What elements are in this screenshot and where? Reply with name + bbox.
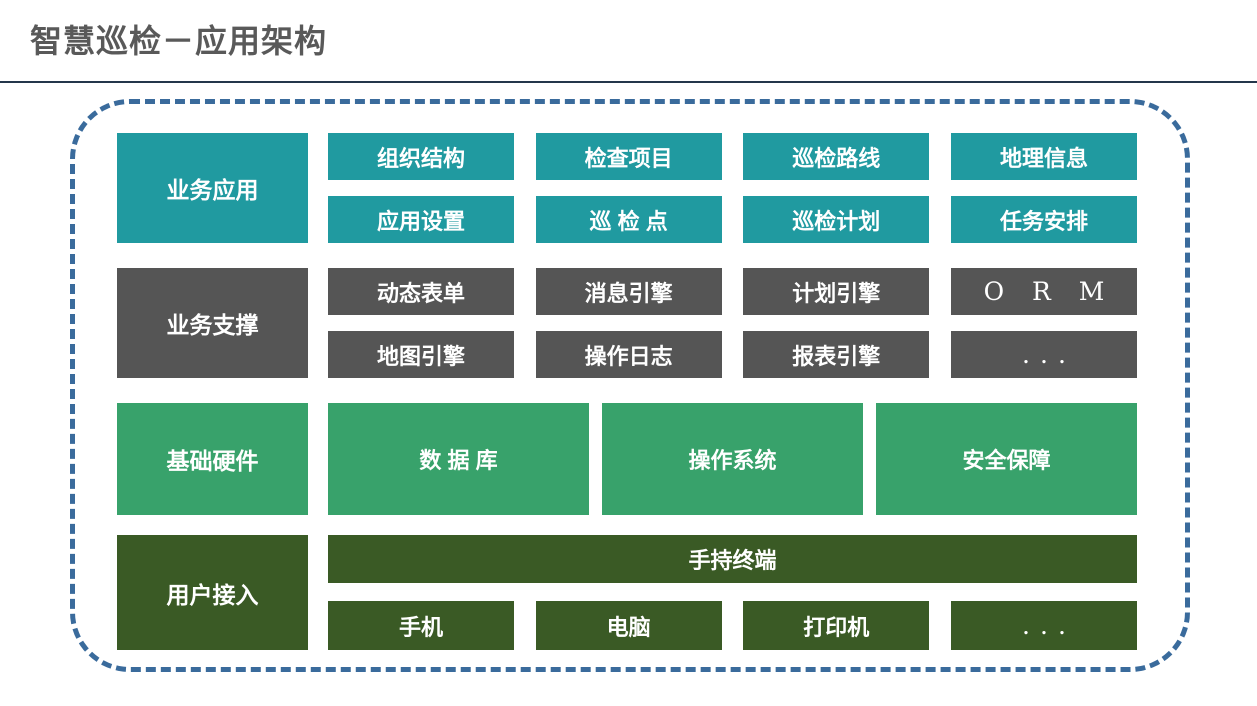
- layer-business-application: 业务应用组织结构检查项目巡检路线地理信息应用设置巡 检 点巡检计划任务安排: [117, 133, 1137, 243]
- basic-hardware-box-0-0: 数 据 库: [328, 403, 589, 515]
- title-divider-line: [0, 81, 1257, 83]
- cell-row: 应用设置巡 检 点巡检计划任务安排: [328, 196, 1137, 243]
- business-support-box-0-1: 消息引擎: [535, 268, 722, 315]
- layer-basic-hardware: 基础硬件数 据 库操作系统安全保障: [117, 403, 1137, 515]
- business-support-box-1-2: 报表引擎: [743, 331, 930, 378]
- cell-row: 动态表单消息引擎计划引擎 O R M: [328, 268, 1137, 315]
- business-support-box-1-3: ...: [950, 331, 1137, 378]
- layer-user-access: 用户接入手持终端手机电脑打印机...: [117, 535, 1137, 650]
- business-application-box-1-3: 任务安排: [950, 196, 1137, 243]
- business-application-box-0-2: 巡检路线: [743, 133, 930, 180]
- business-support-box-1-1: 操作日志: [535, 331, 722, 378]
- layer-business-support: 业务支撑动态表单消息引擎计划引擎 O R M 地图引擎操作日志报表引擎...: [117, 268, 1137, 378]
- business-application-box-1-1: 巡 检 点: [535, 196, 722, 243]
- business-application-box-0-0: 组织结构: [328, 133, 514, 180]
- layer-label-business-application: 业务应用: [117, 133, 308, 243]
- cell-row: 组织结构检查项目巡检路线地理信息: [328, 133, 1137, 180]
- layer-cells-basic-hardware: 数 据 库操作系统安全保障: [328, 403, 1137, 515]
- layer-label-basic-hardware: 基础硬件: [117, 403, 308, 515]
- business-support-box-0-3: O R M: [950, 268, 1137, 315]
- business-application-box-1-0: 应用设置: [328, 196, 514, 243]
- user-access-box-1-3: ...: [950, 601, 1137, 650]
- user-access-box-1-1: 电脑: [535, 601, 722, 650]
- page-title: 智慧巡检－应用架构: [30, 23, 328, 59]
- user-access-box-1-2: 打印机: [743, 601, 930, 650]
- layer-cells-business-support: 动态表单消息引擎计划引擎 O R M 地图引擎操作日志报表引擎...: [328, 268, 1137, 378]
- layer-label-user-access: 用户接入: [117, 535, 308, 650]
- cell-row: 数 据 库操作系统安全保障: [328, 403, 1137, 515]
- business-support-box-0-0: 动态表单: [328, 268, 514, 315]
- layer-cells-business-application: 组织结构检查项目巡检路线地理信息应用设置巡 检 点巡检计划任务安排: [328, 133, 1137, 243]
- basic-hardware-box-0-1: 操作系统: [602, 403, 863, 515]
- business-application-box-0-3: 地理信息: [950, 133, 1137, 180]
- cell-row: 手持终端: [328, 535, 1137, 583]
- basic-hardware-box-0-2: 安全保障: [876, 403, 1137, 515]
- cell-row: 手机电脑打印机...: [328, 601, 1137, 650]
- cell-row: 地图引擎操作日志报表引擎...: [328, 331, 1137, 378]
- dashed-frame: [70, 99, 1190, 672]
- business-support-box-1-0: 地图引擎: [328, 331, 514, 378]
- layer-cells-user-access: 手持终端手机电脑打印机...: [328, 535, 1137, 650]
- business-support-box-0-2: 计划引擎: [743, 268, 930, 315]
- business-application-box-1-2: 巡检计划: [743, 196, 930, 243]
- user-access-box-1-0: 手机: [328, 601, 514, 650]
- layer-label-business-support: 业务支撑: [117, 268, 308, 378]
- business-application-box-0-1: 检查项目: [535, 133, 722, 180]
- user-access-box-0-0: 手持终端: [328, 535, 1137, 583]
